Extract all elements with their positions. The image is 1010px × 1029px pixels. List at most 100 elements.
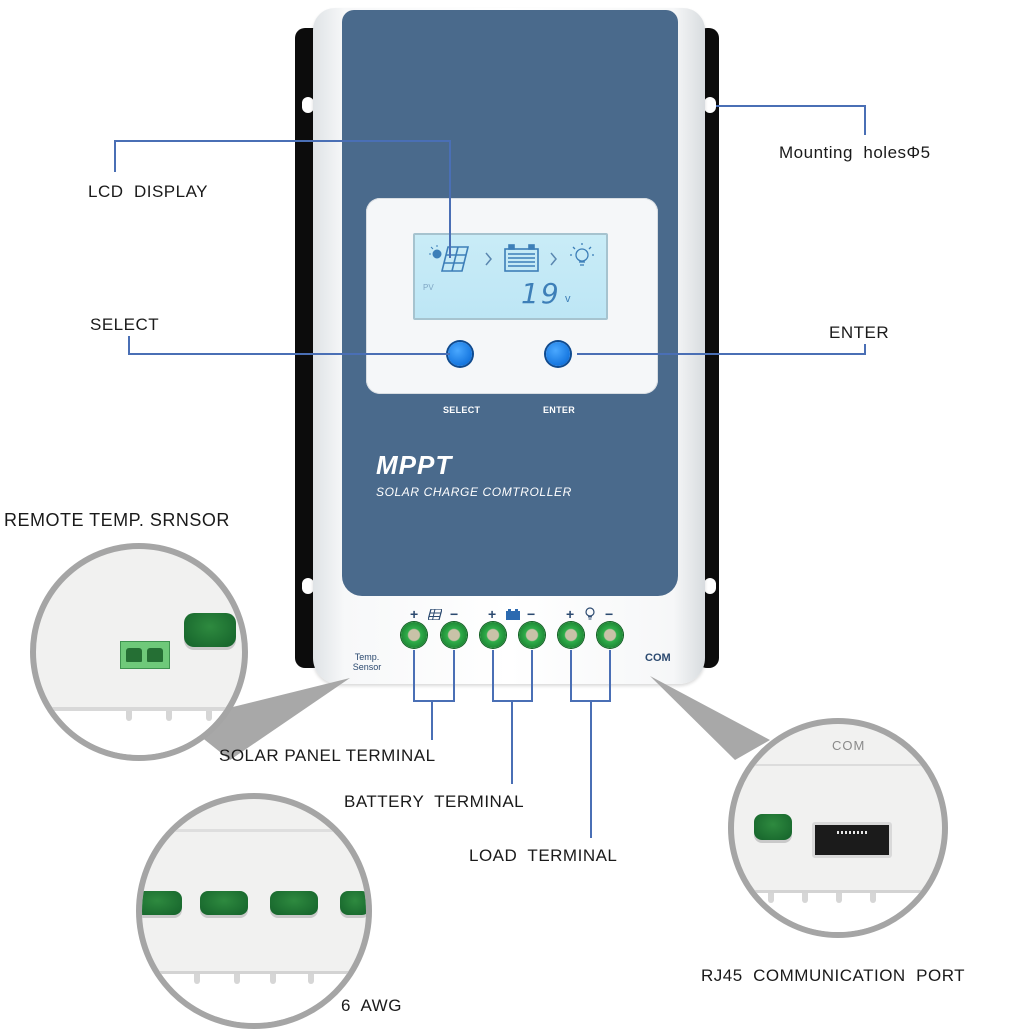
solar-negative-terminal [441, 622, 467, 648]
port-pin [147, 648, 163, 662]
mounting-hole [302, 97, 314, 113]
battery-positive-terminal [480, 622, 506, 648]
sun-icon [429, 245, 442, 259]
inset-tooth [836, 893, 842, 903]
leader-line [590, 700, 592, 838]
leader-line [449, 140, 451, 258]
lcd-mode-label: PV [423, 283, 434, 292]
callout-solar-panel-terminal: SOLAR PANEL TERMINAL [219, 746, 436, 765]
wire-slot [200, 891, 248, 915]
mounting-hole [302, 578, 314, 594]
inset-tooth [126, 711, 132, 721]
lcd-icons [429, 243, 594, 272]
bulb-icon [570, 243, 594, 266]
inset-tooth [308, 974, 314, 984]
inset-tooth [206, 711, 212, 721]
mounting-hole [704, 97, 716, 113]
temp-sensor-port [120, 641, 170, 669]
inset-slot [184, 613, 236, 647]
leader-line [492, 650, 494, 702]
temp-sensor-inset [30, 543, 248, 761]
solar-minus-sign: − [450, 606, 459, 622]
leader-line [413, 650, 415, 702]
leader-line [609, 650, 611, 702]
leader-line [128, 336, 130, 354]
load-minus-sign: − [605, 606, 614, 622]
chevron-right-icon [485, 252, 492, 266]
battery-plus-sign: + [488, 606, 497, 622]
enter-button[interactable] [546, 342, 570, 366]
wire-slot [270, 891, 318, 915]
leader-line [453, 650, 455, 702]
solar-panel-icon [428, 609, 442, 620]
bulb-icon [585, 607, 595, 620]
solar-panel-icon [440, 246, 470, 272]
inset-housing-edge [36, 707, 242, 711]
callout-enter: ENTER [829, 323, 890, 342]
wire-slot [142, 891, 182, 915]
callout-remote-temp-sensor: REMOTE TEMP. SRNSOR [4, 510, 230, 530]
load-plus-sign: + [566, 606, 575, 622]
temp-sensor-label-line1: Temp. [354, 652, 380, 662]
solar-positive-terminal [401, 622, 427, 648]
callout-battery-terminal: BATTERY TERMINAL [344, 792, 525, 811]
inset-tooth [234, 974, 240, 984]
leader-line [114, 140, 116, 172]
leader-line [864, 105, 866, 135]
inset-tooth [870, 893, 876, 903]
callout-load-terminal: LOAD TERMINAL [469, 846, 618, 865]
inset-slot [754, 814, 792, 840]
solar-plus-sign: + [410, 606, 419, 622]
leader-line [570, 650, 572, 702]
inset-tooth [166, 711, 172, 721]
rj45-pins [837, 831, 867, 834]
load-positive-terminal [558, 622, 584, 648]
callout-rj45-port: RJ45 COMMUNICATION PORT [701, 966, 966, 985]
leader-line [577, 353, 865, 355]
com-pointer [650, 676, 770, 760]
leader-line [128, 353, 450, 355]
inset-tooth [270, 974, 276, 984]
lcd-display: PV 19 v [413, 233, 608, 320]
inset-tooth [768, 893, 774, 903]
battery-icon [506, 609, 520, 620]
inset-band [734, 764, 942, 766]
port-pin [126, 648, 142, 662]
leader-line [716, 105, 866, 107]
brand-logo: MPPT [376, 450, 453, 480]
callout-mounting-holes: Mounting holesΦ5 [779, 143, 931, 162]
rj45-inset: COM [728, 718, 948, 938]
leader-line [531, 650, 533, 702]
enter-button-label: ENTER [543, 405, 576, 415]
inset-base [142, 971, 366, 1023]
chevron-right-icon [550, 252, 557, 266]
inset-band [142, 829, 366, 832]
product-name: SOLAR CHARGE COMTROLLER [376, 485, 572, 499]
lcd-unit: v [565, 293, 571, 305]
leader-line [431, 700, 433, 740]
inset-com-label: COM [832, 738, 866, 753]
leader-line [413, 700, 455, 702]
wire-gauge-inset [136, 793, 372, 1029]
inset-tooth [802, 893, 808, 903]
callout-select: SELECT [90, 315, 160, 334]
battery-icon [504, 244, 539, 272]
callout-6-awg: 6 AWG [341, 996, 402, 1015]
lcd-value: 19 [521, 277, 561, 310]
battery-minus-sign: − [527, 606, 536, 622]
battery-negative-terminal [519, 622, 545, 648]
mounting-hole [704, 578, 716, 594]
com-label: COM [645, 652, 671, 664]
wire-slot [340, 891, 366, 915]
leader-line [864, 344, 866, 355]
callout-lcd-display: LCD DISPLAY [88, 182, 209, 201]
rj45-port [812, 822, 892, 858]
leader-line [511, 700, 513, 784]
select-button[interactable] [448, 342, 472, 366]
leader-line [114, 140, 451, 142]
select-button-label: SELECT [443, 405, 481, 415]
load-negative-terminal [597, 622, 623, 648]
inset-tooth [194, 974, 200, 984]
temp-sensor-label: Temp. Sensor [345, 652, 389, 672]
temp-sensor-label-line2: Sensor [352, 662, 382, 672]
